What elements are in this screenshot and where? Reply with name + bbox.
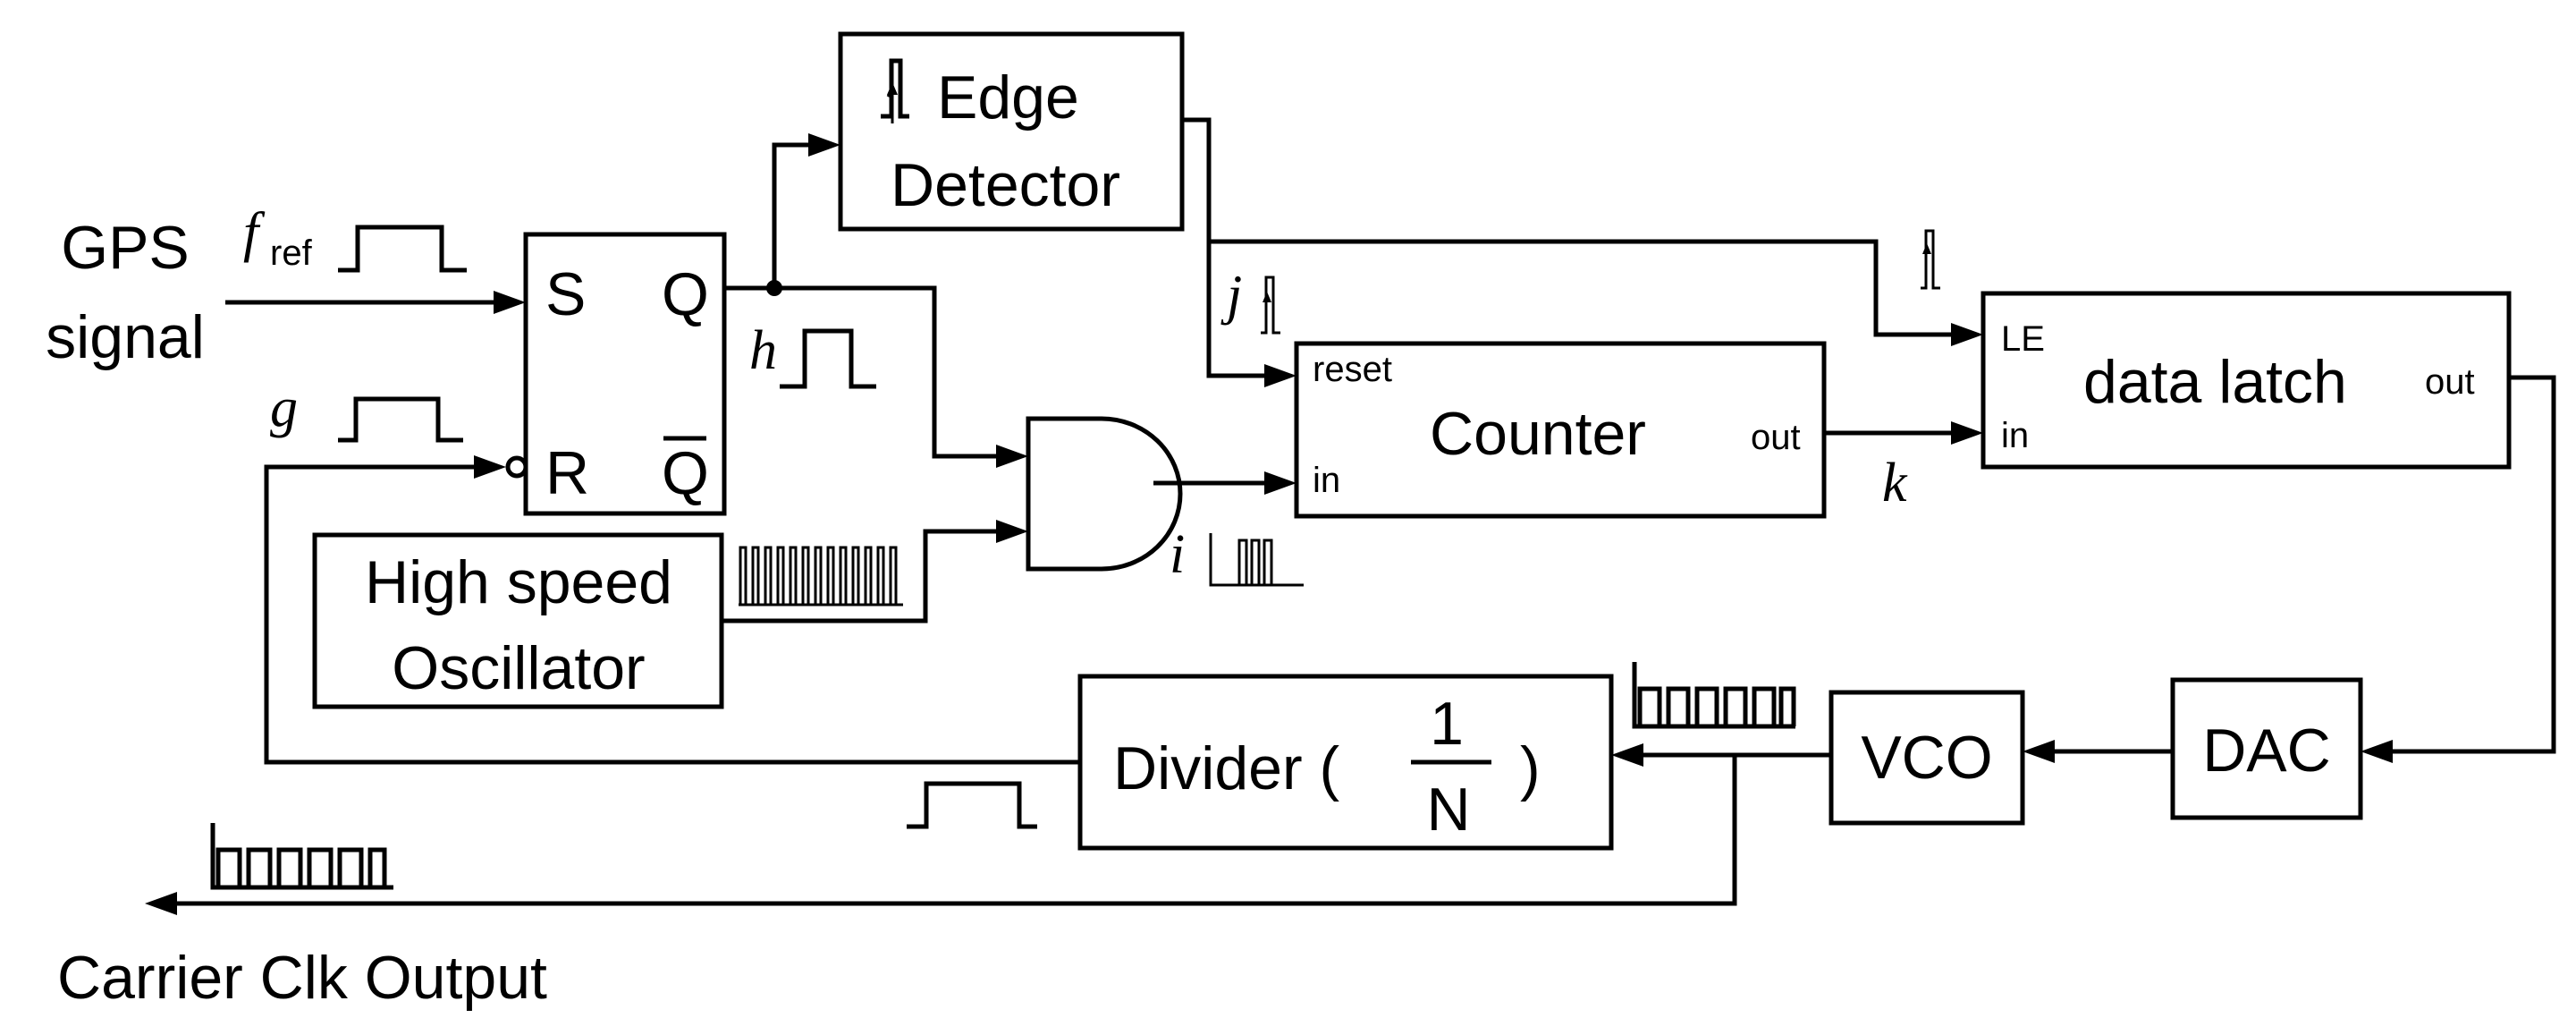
r-input-inversion-bubble <box>505 455 528 479</box>
q-output-wire <box>724 285 1006 459</box>
h-symbol: h <box>749 320 777 381</box>
edge-detector-input-wire <box>772 142 818 288</box>
latch-le-label: LE <box>2001 319 2045 359</box>
counter-out-label: out <box>1751 418 1801 457</box>
oscillator-output-wire <box>722 529 1006 624</box>
edge-to-reset-wire <box>1182 117 1274 378</box>
latch-title: data latch <box>2083 348 2347 416</box>
dac-label: DAC <box>2202 717 2331 785</box>
oscillator-block <box>312 532 724 709</box>
edge-pulse-icon <box>881 58 909 123</box>
edge-detector-input-arrow <box>808 133 840 157</box>
gps-signal-line1: GPS <box>61 214 190 282</box>
carrier-output-wire <box>170 755 1737 906</box>
j-symbol: j <box>1220 265 1242 326</box>
oscillator-line2: Oscillator <box>392 634 645 702</box>
h-waveform <box>780 328 876 389</box>
dac-input-arrow <box>2361 740 2393 763</box>
flipflop-s-label: S <box>545 260 586 328</box>
g-waveform <box>338 396 463 443</box>
edge-detector-line1: Edge <box>937 64 1079 131</box>
divider-feedback-wire <box>264 464 1080 765</box>
latch-in-label: in <box>2001 416 2029 455</box>
r-input-arrow <box>474 455 506 479</box>
latch-to-dac-wire <box>2383 375 2556 754</box>
and-input-osc-arrow <box>996 520 1028 543</box>
j-pulse-waveform <box>1261 276 1280 335</box>
latch-le-arrow <box>1951 323 1983 346</box>
oscillator-clock-waveform <box>739 546 903 607</box>
counter-reset-label: reset <box>1313 350 1392 389</box>
vco-input-arrow <box>2023 740 2055 763</box>
counter-in-label: in <box>1313 461 1340 500</box>
gps-input-arrow <box>494 291 526 314</box>
vco-label: VCO <box>1861 724 1992 792</box>
counter-title: Counter <box>1430 400 1646 468</box>
i-symbol: i <box>1170 524 1185 585</box>
edge-to-le-wire <box>1209 239 1961 337</box>
g-symbol: g <box>270 378 298 438</box>
divider-label: Divider ( <box>1113 734 1339 802</box>
carrier-output-arrow <box>145 892 177 915</box>
divider-numerator: 1 <box>1430 690 1464 758</box>
counter-in-arrow <box>1264 471 1296 495</box>
gps-signal-line2: signal <box>46 303 205 371</box>
counter-block <box>1294 341 1827 519</box>
sr-flipflop-block <box>523 232 727 516</box>
latch-in-arrow <box>1951 421 1983 445</box>
edge-detector-block <box>838 31 1185 232</box>
k-symbol: k <box>1882 453 1908 513</box>
fref-subscript: ref <box>270 233 313 273</box>
and-gate <box>1026 416 1183 572</box>
divider-close-paren: ) <box>1520 734 1541 802</box>
edge-detector-line2: Detector <box>891 151 1120 219</box>
counter-reset-arrow <box>1264 364 1296 387</box>
fref-waveform <box>338 225 467 273</box>
and-input-h-arrow <box>996 445 1028 468</box>
divider-denominator: N <box>1426 776 1470 844</box>
vco-block <box>1829 690 2025 826</box>
data-latch-block <box>1981 291 2512 470</box>
le-pulse-waveform <box>1921 229 1940 290</box>
oscillator-line1: High speed <box>365 548 672 616</box>
carrier-output-label: Carrier Clk Output <box>57 944 547 1012</box>
i-waveform <box>1209 533 1304 587</box>
latch-out-label: out <box>2425 362 2475 402</box>
divider-output-waveform <box>907 781 1037 829</box>
vco-output-waveform <box>1632 662 1796 729</box>
flipflop-q-label: Q <box>662 260 709 328</box>
flipflop-qbar-label: Q <box>662 439 709 507</box>
divider-input-arrow <box>1611 743 1643 767</box>
flipflop-r-label: R <box>545 439 589 507</box>
carrier-output-waveform <box>210 823 393 890</box>
dac-block <box>2170 677 2363 820</box>
fref-symbol: f <box>243 202 266 263</box>
